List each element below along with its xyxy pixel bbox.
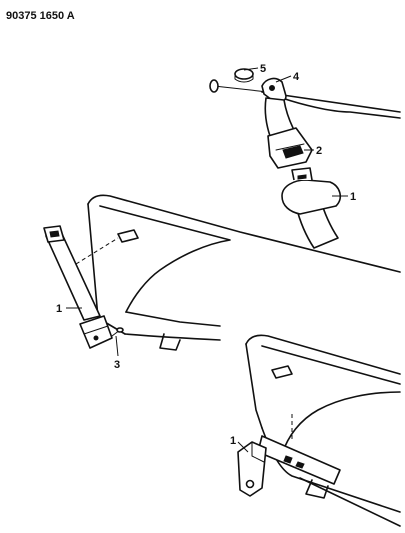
lower-floor-edge xyxy=(299,477,401,527)
lower-seat-bracket xyxy=(305,479,329,499)
leader-1-lower xyxy=(237,441,249,453)
lower-panel-front-edge xyxy=(245,343,263,429)
floor-sill xyxy=(124,333,221,341)
panel-slot-guide xyxy=(75,237,119,265)
lower-webbing-stitch-1 xyxy=(283,455,293,464)
latch-slot xyxy=(297,174,307,180)
figure-code: 90375 1650 A xyxy=(6,10,75,22)
retractor-bolt-hole xyxy=(93,335,99,341)
callout-anchor-bracket: 4 xyxy=(293,71,300,83)
lower-webbing-stitch-2 xyxy=(295,461,305,469)
anchor-bolt-head xyxy=(234,68,254,80)
callout-retractor-screw: 3 xyxy=(114,359,120,371)
leader-4 xyxy=(275,75,292,83)
callout-buckle: 2 xyxy=(316,145,322,157)
anchor-bolt-washer xyxy=(209,79,219,93)
lower-panel-curve xyxy=(281,391,401,455)
retractor-screw-head xyxy=(116,327,124,333)
quarter-panel-inner-bottom xyxy=(125,311,221,327)
floor-line-lower xyxy=(281,97,401,119)
callout-lower-anchor-bracket: 1 xyxy=(230,435,236,447)
lower-panel-slot xyxy=(271,365,293,379)
anchor-bolt-head-side xyxy=(234,73,254,83)
retractor-housing xyxy=(79,315,113,349)
anchor-bolt-shaft xyxy=(213,85,269,93)
retractor-guide-slot xyxy=(49,230,60,238)
buckle-release-button xyxy=(282,145,304,159)
latch-tongue xyxy=(291,167,313,181)
callout-shoulder-belt-front: 1 xyxy=(350,191,356,203)
lower-webbing xyxy=(257,435,341,485)
anchor-bracket-hole xyxy=(269,85,275,91)
lower-panel-inner xyxy=(261,345,401,385)
buckle-face-line xyxy=(275,143,305,151)
lower-panel-outer xyxy=(245,334,401,375)
quarter-panel-outer xyxy=(87,194,401,273)
quarter-panel-inner-top xyxy=(99,205,231,313)
retractor-housing-edge xyxy=(79,323,109,335)
seat-bracket xyxy=(159,333,181,351)
callout-rear-retractor-belt: 1 xyxy=(56,303,62,315)
latch-plate xyxy=(281,179,342,215)
rear-panel-assembly xyxy=(43,194,401,351)
lower-anchor-bend xyxy=(251,441,265,463)
leader-3 xyxy=(115,335,119,357)
panel-access-slot xyxy=(117,229,139,243)
front-belt-assembly xyxy=(209,68,401,249)
lower-anchor-bolt-hole xyxy=(245,479,255,489)
callout-anchor-bolt: 5 xyxy=(260,63,266,75)
lower-anchor-assembly xyxy=(237,334,401,527)
leader-5 xyxy=(243,67,259,71)
